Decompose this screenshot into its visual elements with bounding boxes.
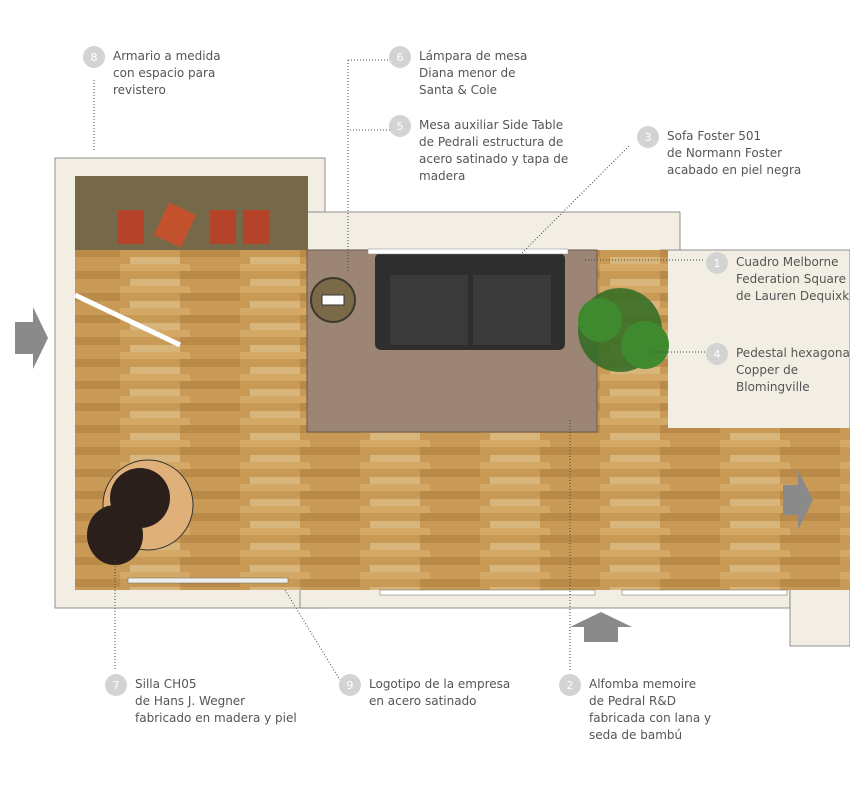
callout-8: 8 Armario a medida con espacio para reviste… [83,46,221,99]
callout-text: Blomingville [736,380,810,394]
callout-number: 4 [706,343,728,365]
door-swing [73,292,182,348]
plant-pedestal [578,288,669,372]
callout-number: 2 [559,674,581,696]
callout-text: en acero satinado [369,694,477,708]
callout-text: Federation Square [736,272,846,286]
callout-text: acero satinado y tapa de [419,152,569,166]
leader-lines [93,59,705,681]
entry-arrow-up-icon [570,612,632,642]
company-logo [127,577,289,584]
callout-text: seda de bambú [589,728,683,742]
callout-text: fabricado en madera y piel [135,711,297,725]
callout-text: fabricada con lana y [589,711,712,725]
magazines [118,202,269,248]
callout-5: 5 Mesa auxiliar Side Table de Pedrali estr… [389,115,569,185]
callout-text: de Lauren Dequixk [736,289,850,303]
callout-text: Lámpara de mesa [419,49,528,63]
callout-7: 7 Silla CH05 de Hans J. Wegner fabricado en… [105,674,297,727]
callout-text: de Hans J. Wegner [135,694,246,708]
exit-arrow-right-icon [783,470,813,530]
sofa [375,253,565,350]
callout-text: de Pedral R&D [589,694,676,708]
callout-text: Diana menor de [419,66,516,80]
callout-text: madera [419,169,466,183]
callout-text: Copper de [736,363,799,377]
wall-painting [367,248,569,255]
callout-9: 9 Logotipo de la empresa en acero satinado [339,674,511,710]
callout-text: con espacio para [113,66,216,80]
entry-arrow-left-icon [15,307,48,369]
callout-text: Armario a medida [113,49,221,63]
callout-text: Santa & Cole [419,83,498,97]
callout-text: acabado en piel negra [667,163,802,177]
callout-text: Alfomba memoire [589,677,697,691]
callout-number: 9 [339,674,361,696]
callout-number: 6 [389,46,411,68]
callout-3: 3 Sofa Foster 501 de Normann Foster acabado… [637,126,802,179]
callout-text: de Pedrali estructura de [419,135,564,149]
callout-text: Mesa auxiliar Side Table [419,118,564,132]
callout-number: 3 [637,126,659,148]
callout-text: Pedestal hexagonal [736,346,850,360]
side-table [310,277,356,323]
callout-text: Silla CH05 [135,677,197,691]
windows [379,589,788,596]
callout-2: 2 Alfomba memoire de Pedral R&D fabricada c… [559,674,712,744]
callout-number: 5 [389,115,411,137]
callout-number: 7 [105,674,127,696]
callout-text: Cuadro Melborne [736,255,839,269]
callout-text: de Normann Foster [667,146,783,160]
callout-number: 1 [706,252,728,274]
callout-text: Logotipo de la empresa [369,677,511,691]
chair [87,459,194,565]
callout-text: Sofa Foster 501 [667,129,762,143]
callout-number: 8 [83,46,105,68]
callout-text: revistero [113,83,166,97]
